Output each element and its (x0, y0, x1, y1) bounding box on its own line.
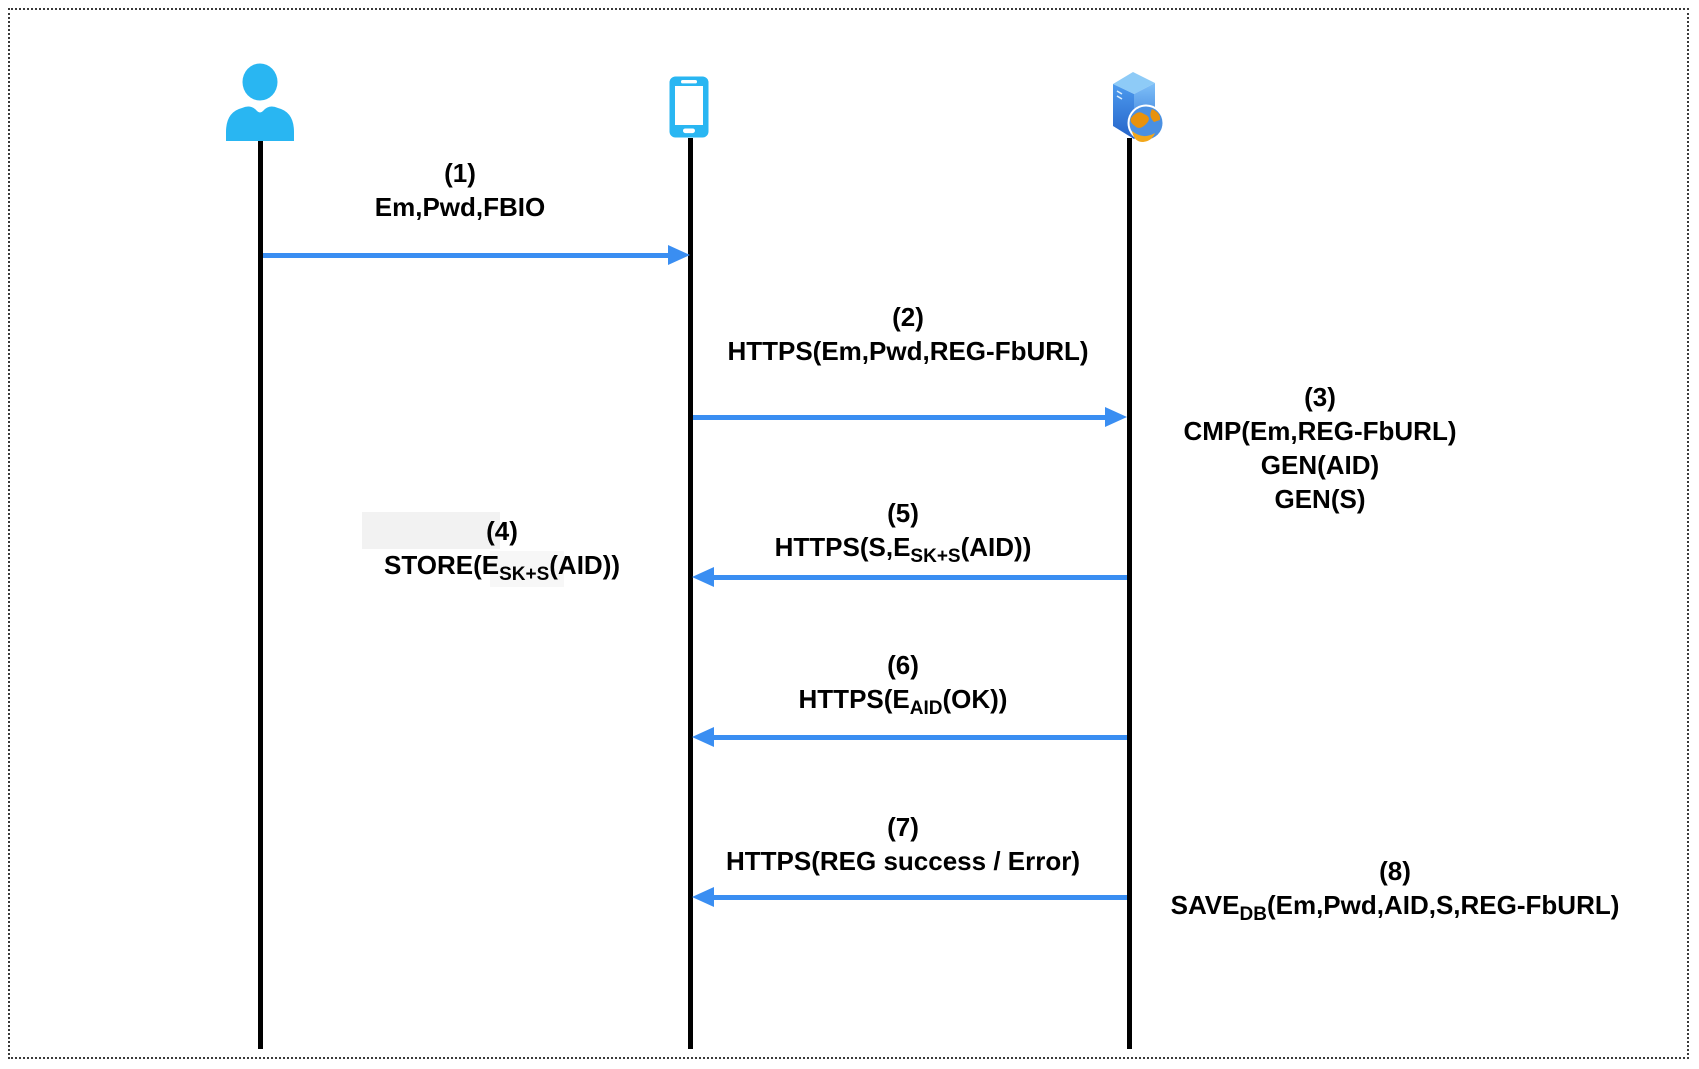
arrow-msg1 (263, 245, 690, 265)
message-7-number: (7) (887, 812, 919, 842)
arrowhead-left-icon (692, 727, 714, 747)
highlight-rect (362, 512, 500, 549)
message-4-post: (AID)) (549, 550, 621, 580)
message-2-number: (2) (892, 302, 924, 332)
message-6-pre: HTTPS(E (798, 684, 910, 714)
message-4-label: (4) STORE(ESK+S(AID)) (384, 514, 620, 586)
user-icon (224, 62, 296, 147)
message-8-number: (8) (1379, 856, 1411, 886)
message-3-label: (3) CMP(Em,REG-FbURL) GEN(AID) GEN(S) (1184, 380, 1457, 516)
arrowhead-right-icon (668, 245, 690, 265)
message-5-number: (5) (887, 498, 919, 528)
message-6-subscript: AID (909, 698, 943, 719)
lifeline-mobile (688, 138, 693, 1049)
message-8-subscript: DB (1239, 904, 1267, 925)
smartphone-icon (669, 76, 709, 143)
message-4-subscript: SK+S (499, 564, 550, 585)
message-4-number: (4) (486, 516, 518, 546)
message-6-number: (6) (887, 650, 919, 680)
message-8-label: (8) SAVEDB(Em,Pwd,AID,S,REG-FbURL) (1171, 854, 1620, 926)
highlight-rect (490, 551, 564, 587)
message-1-number: (1) (444, 158, 476, 188)
message-3-line1: CMP(Em,REG-FbURL) (1183, 416, 1457, 446)
message-8-pre: SAVE (1170, 890, 1240, 920)
arrow-msg2 (693, 407, 1127, 427)
message-8-post: (Em,Pwd,AID,S,REG-FbURL) (1266, 890, 1620, 920)
message-1-label: (1) Em,Pwd,FBIO (375, 156, 545, 224)
message-4-text: STORE(ESK+S(AID)) (384, 548, 620, 586)
message-3-line3: GEN(S) (1274, 484, 1366, 514)
message-8-text: SAVEDB(Em,Pwd,AID,S,REG-FbURL) (1171, 888, 1620, 926)
message-5-label: (5) HTTPS(S,ESK+S(AID)) (775, 496, 1032, 568)
message-6-label: (6) HTTPS(EAID(OK)) (799, 648, 1008, 720)
message-5-subscript: SK+S (910, 546, 961, 567)
message-2-label: (2) HTTPS(Em,Pwd,REG-FbURL) (727, 300, 1088, 368)
message-6-text: HTTPS(EAID(OK)) (799, 682, 1008, 720)
message-4-pre: STORE(E (383, 550, 500, 580)
arrow-msg7 (692, 887, 1127, 907)
message-3-line2: GEN(AID) (1260, 450, 1380, 480)
arrowhead-left-icon (692, 887, 714, 907)
message-5-text: HTTPS(S,ESK+S(AID)) (775, 530, 1032, 568)
arrow-msg6 (692, 727, 1127, 747)
arrowhead-left-icon (692, 567, 714, 587)
message-1-text: Em,Pwd,FBIO (374, 192, 546, 222)
diagram-border (8, 8, 1689, 1059)
arrow-msg5 (692, 567, 1127, 587)
message-5-post: (AID)) (960, 532, 1032, 562)
arrowhead-right-icon (1105, 407, 1127, 427)
lifeline-server (1127, 138, 1132, 1049)
message-7-text: HTTPS(REG success / Error) (726, 846, 1080, 876)
lifeline-user (258, 138, 263, 1049)
message-6-post: (OK)) (942, 684, 1008, 714)
message-3-number: (3) (1304, 382, 1336, 412)
message-7-label: (7) HTTPS(REG success / Error) (726, 810, 1080, 878)
message-5-pre: HTTPS(S,E (774, 532, 911, 562)
message-2-text: HTTPS(Em,Pwd,REG-FbURL) (727, 336, 1089, 366)
server-globe-icon (1105, 66, 1167, 153)
